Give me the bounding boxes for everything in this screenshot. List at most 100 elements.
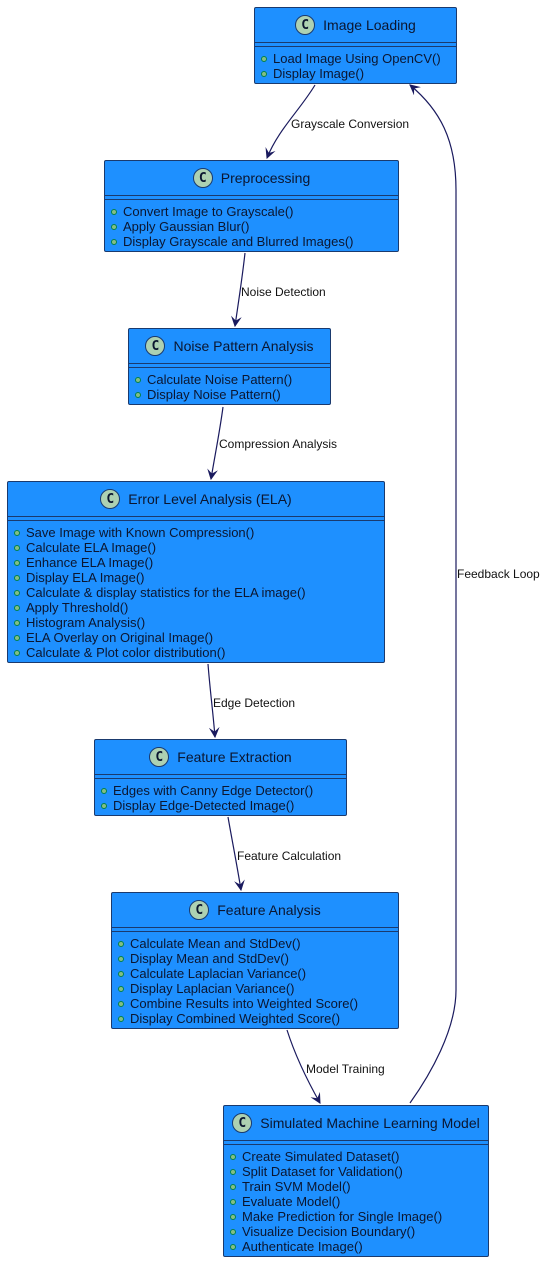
class-name: Preprocessing (220, 170, 311, 186)
public-visibility-icon (135, 391, 141, 398)
attribute-divider (255, 42, 456, 43)
method-item: Display Edge-Detected Image() (101, 798, 346, 813)
class-name: Feature Extraction (177, 749, 292, 765)
public-visibility-icon (135, 376, 141, 383)
method-label: Combine Results into Weighted Score() (130, 996, 359, 1011)
public-visibility-icon (111, 238, 117, 245)
method-label: Train SVM Model() (242, 1179, 351, 1194)
method-label: Calculate & Plot color distribution() (26, 645, 226, 660)
edge-feature-analysis-to-simulated-ml-model (286, 1029, 321, 1104)
class-stereotype-icon: C (232, 1113, 253, 1133)
public-visibility-icon (230, 1243, 236, 1250)
attribute-divider (105, 195, 398, 196)
method-label: Enhance ELA Image() (26, 555, 154, 570)
public-visibility-icon (101, 802, 107, 809)
method-item: Apply Threshold() (14, 600, 384, 615)
method-label: Apply Threshold() (26, 600, 129, 615)
method-item: Authenticate Image() (230, 1239, 488, 1254)
public-visibility-icon (111, 223, 117, 230)
method-list: Create Simulated Dataset()Split Dataset … (224, 1145, 488, 1256)
class-name: Feature Analysis (217, 902, 321, 918)
class-name: Noise Pattern Analysis (173, 338, 314, 354)
public-visibility-icon (118, 1015, 124, 1022)
method-label: Display Combined Weighted Score() (130, 1011, 341, 1026)
edge-label-model-training: Model Training (306, 1062, 385, 1076)
method-label: Visualize Decision Boundary() (242, 1224, 416, 1239)
method-item: Histogram Analysis() (14, 615, 384, 630)
method-label: Create Simulated Dataset() (242, 1149, 400, 1164)
edge-label-edge-detection: Edge Detection (213, 696, 296, 710)
method-label: Display Grayscale and Blurred Images() (123, 234, 354, 249)
edge-feature-extraction-to-feature-analysis (227, 816, 245, 892)
method-item: Create Simulated Dataset() (230, 1149, 488, 1164)
public-visibility-icon (14, 529, 20, 536)
public-visibility-icon (14, 544, 20, 551)
method-label: Evaluate Model() (242, 1194, 341, 1209)
method-divider (105, 199, 398, 200)
method-label: Split Dataset for Validation() (242, 1164, 403, 1179)
class-stereotype-icon: C (189, 900, 210, 920)
class-name: Error Level Analysis (ELA) (128, 491, 292, 507)
method-list: Calculate Mean and StdDev()Display Mean … (112, 932, 398, 1028)
method-divider (224, 1144, 488, 1145)
method-list: Convert Image to Grayscale()Apply Gaussi… (105, 200, 398, 251)
public-visibility-icon (14, 589, 20, 596)
method-item: Calculate ELA Image() (14, 540, 384, 555)
public-visibility-icon (14, 649, 20, 656)
method-label: Save Image with Known Compression() (26, 525, 255, 540)
edge-image-loading-to-preprocessing (265, 84, 316, 160)
method-item: Evaluate Model() (230, 1194, 488, 1209)
method-item: Calculate & Plot color distribution() (14, 645, 384, 660)
method-item: Display Combined Weighted Score() (118, 1011, 398, 1026)
public-visibility-icon (261, 70, 267, 77)
method-item: Load Image Using OpenCV() (261, 51, 456, 66)
class-stereotype-icon: C (145, 336, 166, 356)
public-visibility-icon (14, 574, 20, 581)
method-item: Train SVM Model() (230, 1179, 488, 1194)
class-stereotype-icon: C (295, 15, 316, 35)
method-label: Calculate Noise Pattern() (147, 372, 293, 387)
attribute-divider (129, 363, 330, 364)
method-label: Histogram Analysis() (26, 615, 146, 630)
method-label: Edges with Canny Edge Detector() (113, 783, 314, 798)
method-divider (95, 778, 346, 779)
edge-simulated-ml-model-to-image-loading (409, 84, 457, 1104)
method-item: Calculate Laplacian Variance() (118, 966, 398, 981)
method-item: Display Mean and StdDev() (118, 951, 398, 966)
method-divider (255, 46, 456, 47)
method-item: Display ELA Image() (14, 570, 384, 585)
attribute-divider (95, 774, 346, 775)
method-label: Display Mean and StdDev() (130, 951, 289, 966)
method-item: Calculate & display statistics for the E… (14, 585, 384, 600)
public-visibility-icon (118, 970, 124, 977)
method-item: Calculate Noise Pattern() (135, 372, 330, 387)
method-item: Make Prediction for Single Image() (230, 1209, 488, 1224)
public-visibility-icon (230, 1183, 236, 1190)
public-visibility-icon (230, 1213, 236, 1220)
public-visibility-icon (118, 1000, 124, 1007)
method-label: Make Prediction for Single Image() (242, 1209, 443, 1224)
method-item: Convert Image to Grayscale() (111, 204, 398, 219)
edge-preprocessing-to-noise-pattern-analysis (231, 252, 246, 328)
method-label: Calculate Laplacian Variance() (130, 966, 307, 981)
edge-noise-pattern-analysis-to-error-level-analysis (207, 406, 224, 481)
public-visibility-icon (261, 55, 267, 62)
edge-label-noise-detection: Noise Detection (241, 285, 326, 299)
method-label: Calculate ELA Image() (26, 540, 157, 555)
class-header: C Noise Pattern Analysis (129, 329, 330, 363)
method-item: Enhance ELA Image() (14, 555, 384, 570)
method-divider (8, 520, 384, 521)
method-item: ELA Overlay on Original Image() (14, 630, 384, 645)
method-list: Edges with Canny Edge Detector()Display … (95, 779, 346, 815)
edge-error-level-analysis-to-feature-extraction (207, 663, 220, 739)
